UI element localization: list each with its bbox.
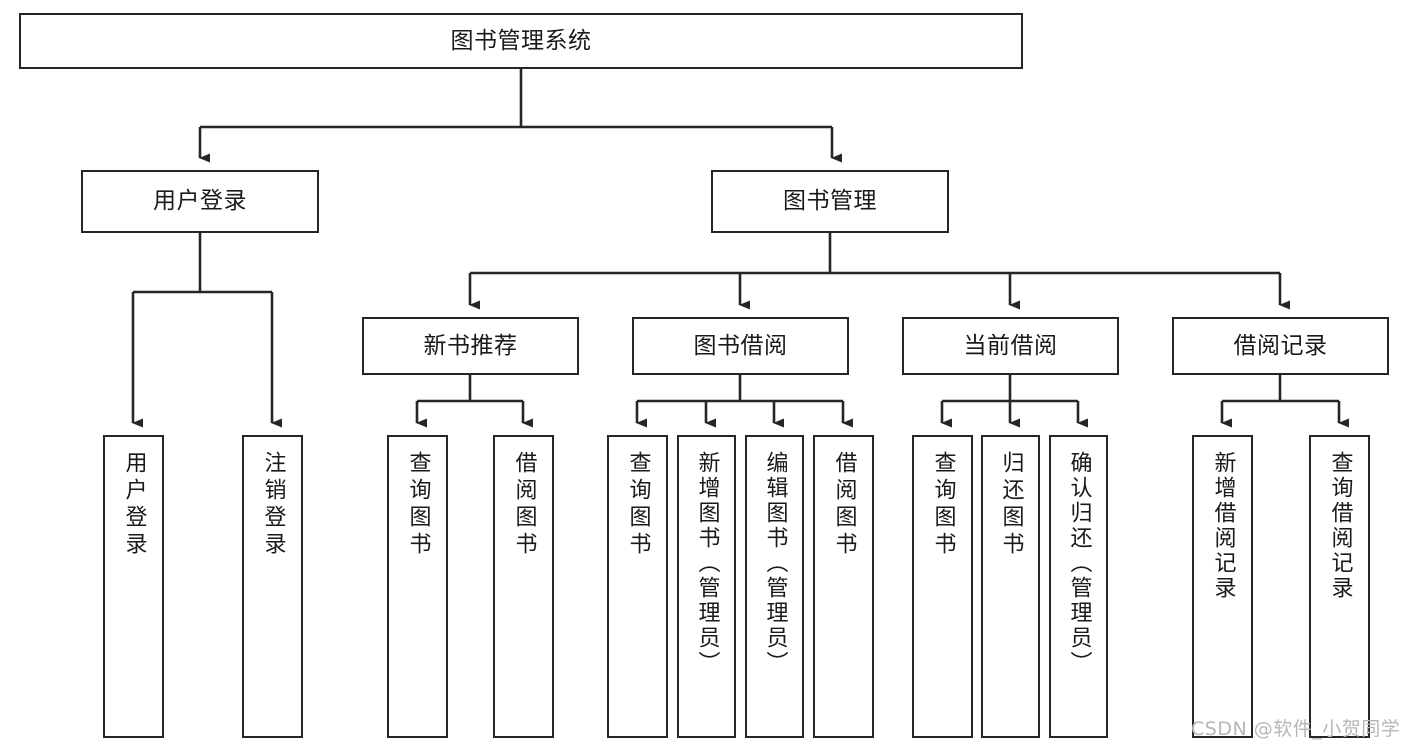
node-root-book-management-system[interactable]: 图书管理系统: [19, 13, 1023, 69]
node-label: 查询图书: [405, 451, 431, 559]
node-label: 归还图书: [998, 451, 1024, 559]
node-current-borrow[interactable]: 当前借阅: [902, 317, 1119, 375]
leaf-user-login-logout[interactable]: 注销登录: [242, 435, 303, 738]
leaf-new-book-borrow-book[interactable]: 借阅图书: [493, 435, 554, 738]
node-book-borrow[interactable]: 图书借阅: [632, 317, 849, 375]
node-label: 用户登录: [153, 188, 247, 214]
node-borrow-record[interactable]: 借阅记录: [1172, 317, 1389, 375]
csdn-watermark: CSDN @软件_小贺同学: [1191, 718, 1401, 740]
leaf-borrow-record-add-record[interactable]: 新增借阅记录: [1192, 435, 1253, 738]
leaf-current-borrow-confirm-return-admin[interactable]: 确认归还（管理员）: [1049, 435, 1108, 738]
node-label: 注销登录: [260, 451, 286, 559]
node-new-book-recommend[interactable]: 新书推荐: [362, 317, 579, 375]
node-label: 查询图书: [930, 451, 956, 559]
node-label: 借阅记录: [1233, 332, 1328, 359]
node-label: 新增借阅记录: [1210, 451, 1236, 601]
leaf-book-borrow-add-book-admin[interactable]: 新增图书（管理员）: [677, 435, 736, 738]
leaf-current-borrow-return-book[interactable]: 归还图书: [981, 435, 1040, 738]
leaf-current-borrow-query-book[interactable]: 查询图书: [912, 435, 973, 738]
leaf-borrow-record-query-record[interactable]: 查询借阅记录: [1309, 435, 1370, 738]
node-label: 当前借阅: [963, 332, 1058, 359]
node-label: 图书借阅: [693, 332, 788, 359]
leaf-book-borrow-borrow-book[interactable]: 借阅图书: [813, 435, 874, 738]
leaf-book-borrow-query-book[interactable]: 查询图书: [607, 435, 668, 738]
node-label: 确认归还（管理员）: [1066, 451, 1092, 676]
leaf-book-borrow-edit-book-admin[interactable]: 编辑图书（管理员）: [745, 435, 804, 738]
node-label: 查询借阅记录: [1327, 451, 1353, 601]
node-label: 图书管理系统: [450, 27, 592, 54]
node-book-management[interactable]: 图书管理: [711, 170, 949, 233]
node-label: 查询图书: [625, 451, 651, 559]
leaf-user-login-login[interactable]: 用户登录: [103, 435, 164, 738]
node-label: 编辑图书（管理员）: [762, 451, 788, 676]
node-label: 新书推荐: [423, 332, 518, 359]
node-label: 借阅图书: [831, 451, 857, 559]
node-label: 新增图书（管理员）: [694, 451, 720, 676]
leaf-new-book-query-book[interactable]: 查询图书: [387, 435, 448, 738]
node-label: 借阅图书: [511, 451, 537, 559]
node-label: 用户登录: [121, 451, 147, 559]
node-label: 图书管理: [783, 188, 877, 214]
node-user-login[interactable]: 用户登录: [81, 170, 319, 233]
